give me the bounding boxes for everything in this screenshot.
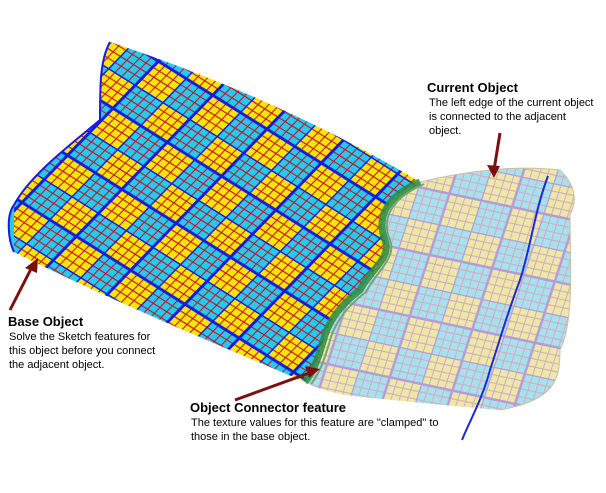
callout-current-title: Current Object — [427, 80, 519, 95]
callout-current-object: Current Object The left edge of the curr… — [427, 80, 599, 138]
blue-edge-curve — [461, 175, 549, 441]
callout-current-text: The left edge of the current object is c… — [429, 97, 594, 137]
object-connector-strip — [302, 178, 422, 385]
arrow-current — [487, 132, 502, 178]
arrow-base — [8, 258, 38, 311]
callout-connector-text: The texture values for this feature are … — [191, 417, 439, 443]
callout-connector-title: Object Connector feature — [190, 400, 347, 415]
arrow-connector — [234, 366, 320, 402]
connector-edge-line — [310, 183, 425, 385]
callout-base-text: Solve the Sketch features for this objec… — [9, 331, 156, 371]
callout-base-title: Base Object — [8, 314, 84, 329]
callout-base-object: Base Object Solve the Sketch features fo… — [8, 314, 168, 372]
callout-object-connector: Object Connector feature The texture val… — [190, 400, 450, 444]
